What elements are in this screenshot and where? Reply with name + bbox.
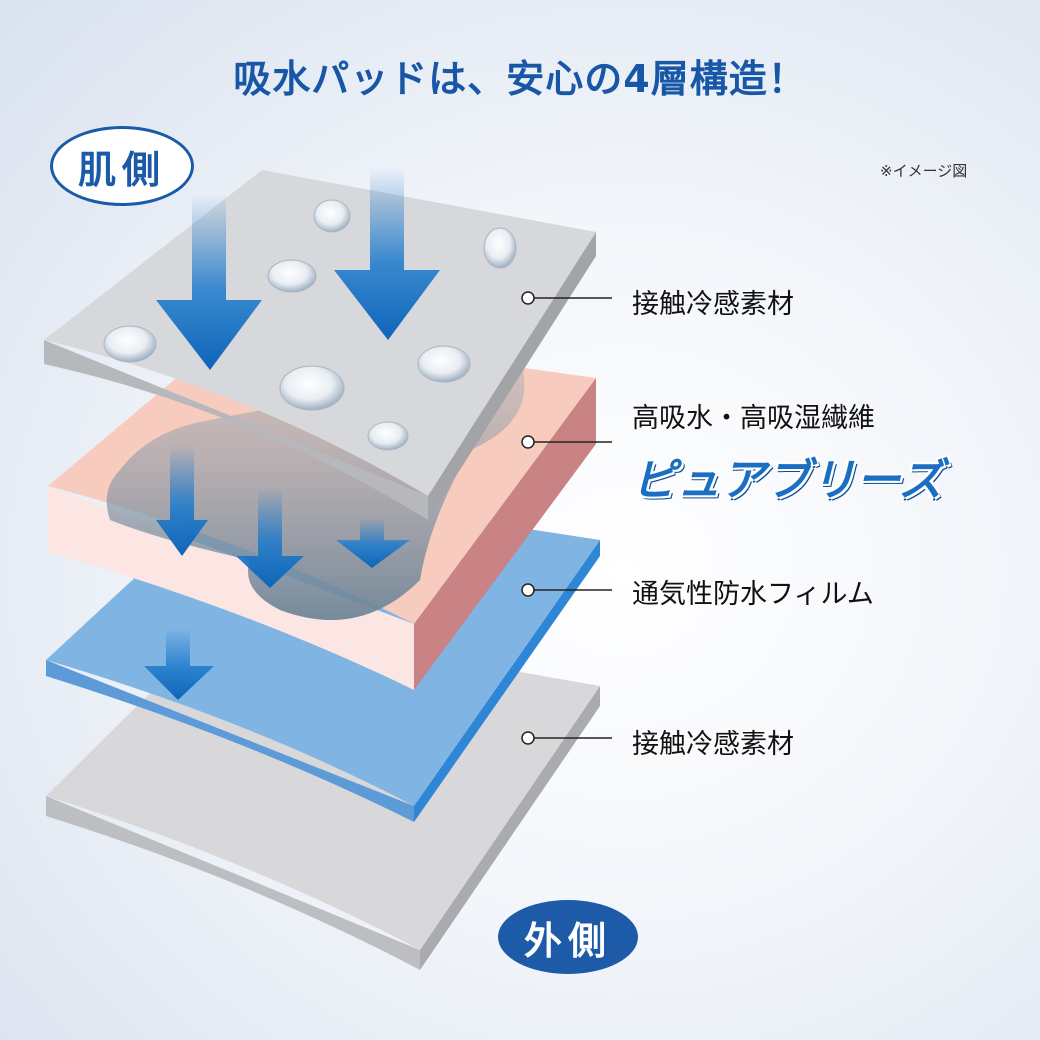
label-waterproof-film: 通気性防水フィルム [632, 579, 874, 610]
label-bottom-cool-material: 接触冷感素材 [632, 729, 794, 760]
absorbent-side [414, 378, 596, 690]
label-absorbent-fiber: 高吸水・高吸湿繊維 [632, 403, 875, 434]
film-edge [46, 660, 414, 822]
water-droplet [279, 365, 345, 411]
absorbent-front-edge [48, 486, 414, 690]
image-note: ※イメージ図 [880, 162, 968, 180]
bottom-sheet-edge [46, 796, 420, 970]
outer-side-badge: 外側 [498, 900, 638, 974]
water-droplet [417, 345, 471, 383]
bottom-sheet-side [420, 686, 600, 970]
water-droplet [483, 227, 517, 269]
leader-dot [521, 731, 535, 745]
down-arrow-icon [156, 194, 262, 370]
top-sheet-side [428, 232, 596, 520]
down-arrow-icon [156, 446, 208, 556]
brand-logo-purebreeze: ピュアブリーズ [632, 455, 944, 506]
down-arrow-icon [236, 488, 304, 588]
skin-side-badge: 肌側 [50, 126, 194, 206]
water-droplet [103, 325, 157, 363]
down-arrow-icon [334, 168, 440, 340]
leader-dot [521, 435, 535, 449]
water-droplet [313, 199, 351, 233]
water-droplet [367, 421, 409, 451]
layer-top-cool-sheet [44, 168, 596, 520]
top-sheet-face [44, 170, 596, 496]
leader-dot [521, 291, 535, 305]
film-side [414, 540, 600, 822]
top-sheet-front-edge [44, 340, 428, 520]
leader-lines [521, 291, 612, 745]
leader-dot [521, 583, 535, 597]
label-top-cool-material: 接触冷感素材 [632, 289, 794, 320]
down-arrow-icon [144, 628, 214, 700]
page-title: 吸水パッドは、安心の4層構造！ [233, 57, 807, 101]
down-arrow-icon [336, 518, 410, 568]
water-droplet [267, 259, 317, 293]
